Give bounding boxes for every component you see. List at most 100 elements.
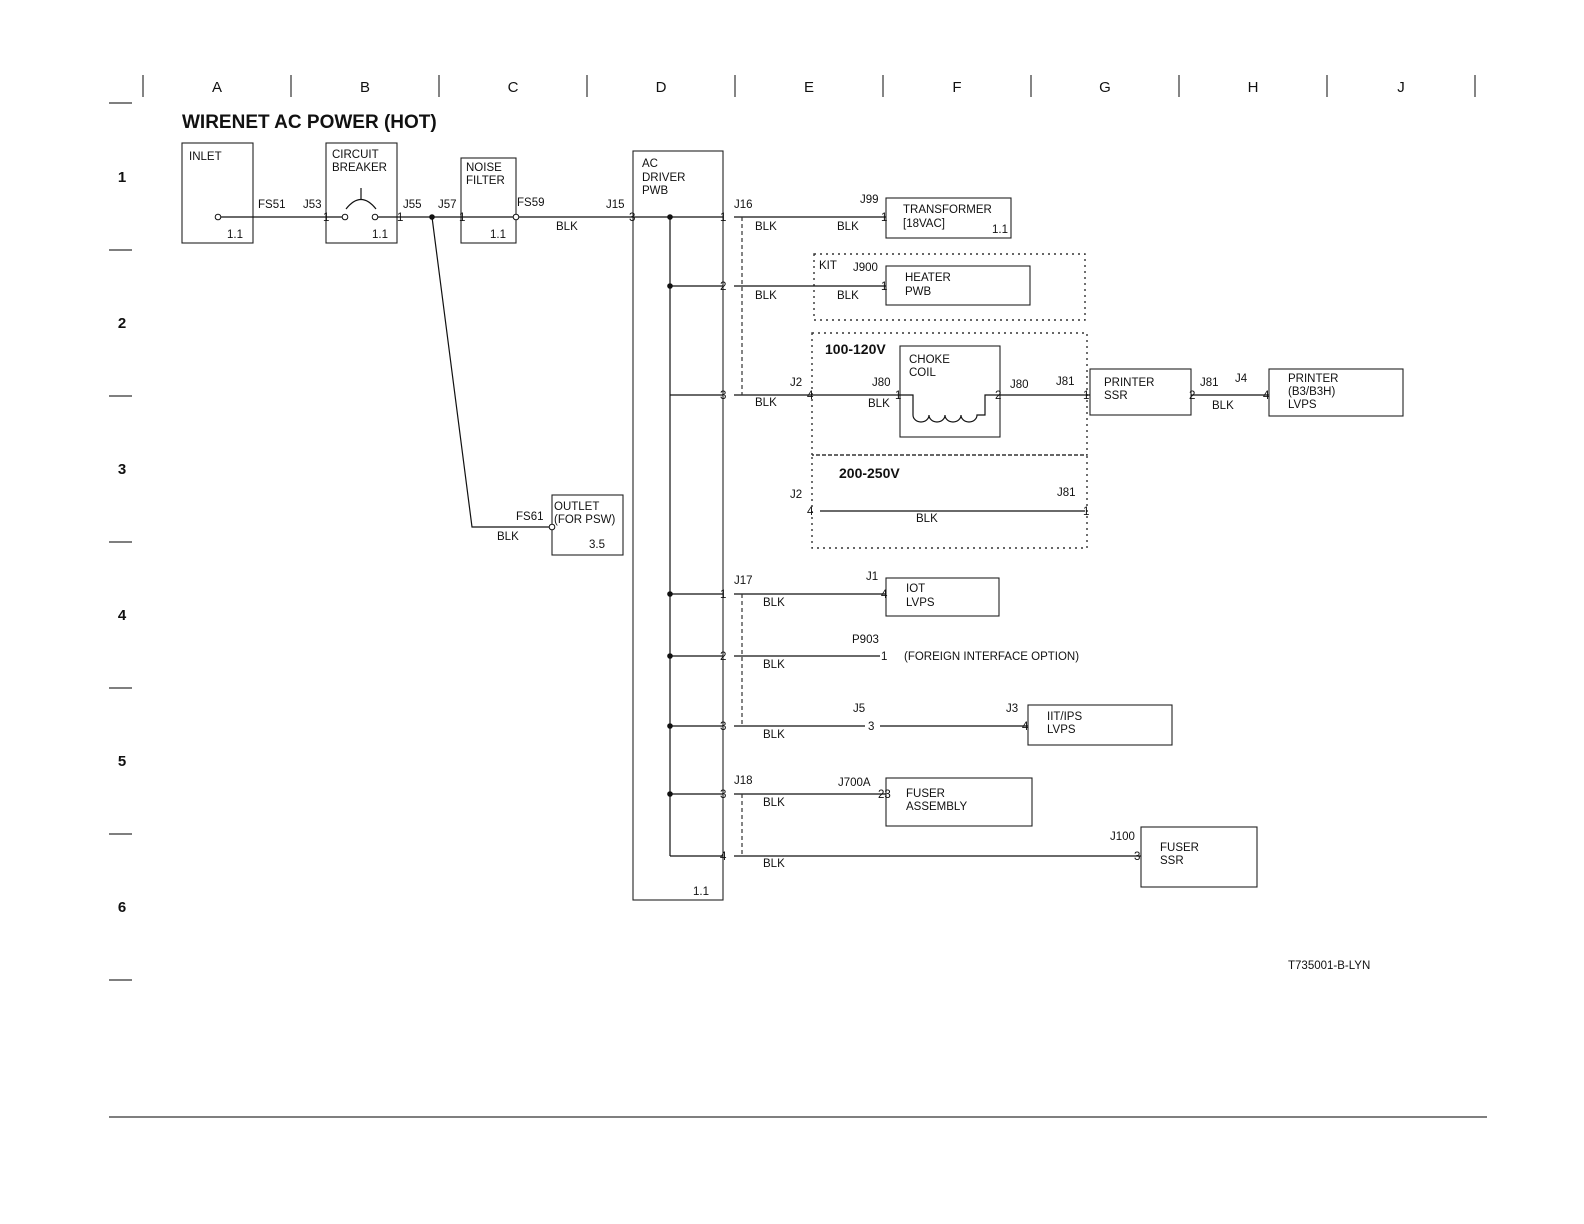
driver-label-line2: DRIVER: [642, 172, 685, 184]
connector-j18: J18: [734, 775, 753, 787]
wire-color-label: BLK: [837, 290, 859, 302]
driver-ref: 1.1: [693, 886, 709, 898]
outlet-ref: 3.5: [589, 539, 605, 551]
pin-number: 2: [1189, 390, 1195, 402]
outlet-label-line2: (FOR PSW): [554, 514, 615, 526]
filter-ref: 1.1: [490, 229, 506, 241]
junction-dots: [429, 214, 673, 797]
pin-number: 1: [881, 212, 887, 224]
breaker-ref: 1.1: [372, 229, 388, 241]
pin-number: 2: [720, 651, 726, 663]
pin-number: 3: [720, 390, 726, 402]
printer-ssr-block: PRINTER SSR: [1089, 368, 1192, 416]
wires: [221, 216, 1269, 857]
pin-number: 3: [629, 212, 635, 224]
connector-j55: J55: [403, 199, 422, 211]
heater-label-line2: PWB: [905, 286, 932, 298]
iot-label-line2: LVPS: [906, 597, 935, 609]
pin-number: 2: [720, 281, 726, 293]
wire-color-label: BLK: [755, 221, 777, 233]
pin-number: 1: [720, 589, 726, 601]
pin-number: 3: [1134, 851, 1140, 863]
wire-color-label: BLK: [755, 397, 777, 409]
pin-number: 1: [720, 212, 726, 224]
inlet-ref: 1.1: [227, 229, 243, 241]
connector-j1: J1: [866, 571, 878, 583]
transformer-block: TRANSFORMER [18VAC] 1.1: [885, 197, 1012, 239]
fuser-assembly-block: FUSER ASSEMBLY: [885, 777, 1033, 827]
fuser-label-line1: FUSER: [906, 788, 945, 800]
iit-lvps-block: IIT/IPS LVPS: [1027, 704, 1173, 746]
pin-number: 4: [720, 851, 727, 863]
pin-number: 3: [720, 789, 726, 801]
pin-number: 1: [895, 390, 901, 402]
pin-number: 4: [1022, 721, 1029, 733]
wire-color-label: BLK: [763, 659, 785, 671]
row-label-1: 1: [118, 169, 126, 186]
filter-label-line2: FILTER: [466, 175, 505, 187]
connector-labels: FS51 J53 J55 J57 FS59 J15 J16 J99 J900 J…: [258, 194, 1248, 843]
connector-j5: J5: [853, 703, 865, 715]
outlet-label-line1: OUTLET: [554, 501, 599, 513]
connector-j81-right: J81: [1200, 377, 1219, 389]
connector-fs61: FS61: [516, 511, 544, 523]
iot-lvps-block: IOT LVPS: [885, 577, 1000, 617]
printer-lvps-label-line3: LVPS: [1288, 399, 1317, 411]
wire-color-label: BLK: [497, 531, 519, 543]
column-label-c: C: [508, 79, 519, 96]
connector-j16: J16: [734, 199, 753, 211]
diagram-title: WIRENET AC POWER (HOT): [182, 112, 437, 133]
pin-number: 1: [397, 212, 403, 224]
voltage-200-250-label: 200-250V: [839, 465, 900, 481]
heater-kit-block: KIT HEATER PWB: [813, 253, 1086, 321]
foreign-interface-note: (FOREIGN INTERFACE OPTION): [904, 651, 1079, 663]
column-label-a: A: [212, 79, 222, 96]
column-label-g: G: [1099, 79, 1111, 96]
pin-number: 3: [868, 721, 874, 733]
wire-color-label: BLK: [755, 290, 777, 302]
connector-j80-left: J80: [872, 377, 891, 389]
connector-j15: J15: [606, 199, 625, 211]
connector-fs51: FS51: [258, 199, 286, 211]
inlet-label: INLET: [189, 151, 222, 163]
connector-j81-lower: J81: [1057, 487, 1076, 499]
row-label-4: 4: [118, 607, 127, 624]
connector-j900: J900: [853, 262, 878, 274]
connector-j2-lower: J2: [790, 489, 802, 501]
connector-fs59: FS59: [517, 197, 545, 209]
column-label-d: D: [656, 79, 667, 96]
iit-label-line1: IIT/IPS: [1047, 711, 1082, 723]
wire-color-label: BLK: [556, 221, 578, 233]
wire-color-label: BLK: [763, 597, 785, 609]
kit-label: KIT: [819, 260, 837, 272]
connector-j3: J3: [1006, 703, 1018, 715]
voltage-100-120-label: 100-120V: [825, 341, 886, 357]
choke-label-line1: CHOKE: [909, 354, 950, 366]
connector-j17: J17: [734, 575, 753, 587]
wire-color-label: BLK: [763, 858, 785, 870]
choke-coil-symbol: [901, 394, 999, 423]
filter-label-line1: NOISE: [466, 162, 502, 174]
fuser-ssr-label-line2: SSR: [1160, 855, 1184, 867]
fuser-label-line2: ASSEMBLY: [906, 801, 967, 813]
document-id: T735001-B-LYN: [1288, 960, 1370, 972]
wire-color-label: BLK: [763, 729, 785, 741]
printer-lvps-label-line1: PRINTER: [1288, 373, 1338, 385]
breaker-switch-arc: [345, 198, 377, 210]
column-label-j: J: [1397, 79, 1405, 96]
pin-number: 23: [878, 789, 891, 801]
heater-label-line1: HEATER: [905, 272, 951, 284]
row-grid: 1 2 3 4 5 6: [109, 102, 132, 981]
pin-number: 3: [720, 721, 726, 733]
transformer-ref: 1.1: [992, 224, 1008, 236]
column-grid: A B C D E F G H J: [142, 75, 1476, 97]
breaker-label-line2: BREAKER: [332, 162, 387, 174]
wire-color-label: BLK: [1212, 400, 1234, 412]
column-label-e: E: [804, 79, 814, 96]
breaker-label-line1: CIRCUIT: [332, 149, 379, 161]
pin-number: 4: [807, 390, 814, 402]
wire-color-label: BLK: [868, 398, 890, 410]
pin-number: 4: [1263, 390, 1270, 402]
row-label-5: 5: [118, 753, 126, 770]
